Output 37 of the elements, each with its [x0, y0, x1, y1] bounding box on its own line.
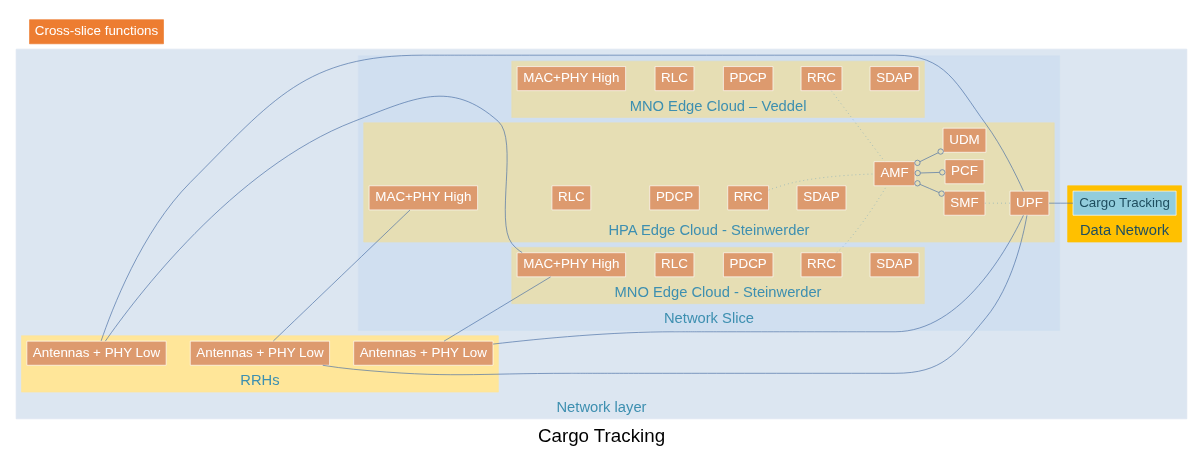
node-box: Antennas + PHY Low	[353, 340, 494, 366]
node-box: MAC+PHY High	[516, 65, 626, 91]
connector	[443, 276, 551, 341]
node-box: PCF	[944, 158, 985, 184]
node-box: SDAP	[796, 184, 847, 210]
connector	[831, 90, 885, 162]
connector	[322, 214, 1028, 375]
node-box: UDM	[942, 127, 987, 153]
connector	[273, 209, 411, 341]
node-box: PDCP	[723, 65, 774, 91]
node-box: RRC	[800, 65, 843, 91]
node-box: SDAP	[869, 65, 920, 91]
node-box: MAC+PHY High	[516, 251, 626, 277]
node-box: AMF	[873, 160, 916, 186]
node-box: UPF	[1009, 190, 1050, 216]
connector	[492, 214, 1024, 344]
node-box: MAC+PHY High	[368, 184, 478, 210]
node-box: RLC	[654, 251, 695, 277]
caption: Cargo Tracking	[537, 424, 666, 446]
connector	[914, 148, 944, 166]
node-box: RRC	[727, 184, 769, 210]
connector	[1048, 202, 1074, 204]
legend-label: Cross-slice functions	[34, 22, 159, 38]
node-box: RRC	[800, 251, 843, 277]
connector	[914, 179, 945, 197]
node-box: PDCP	[649, 184, 700, 210]
connector	[914, 168, 946, 176]
node-box: Antennas + PHY Low	[189, 340, 330, 366]
node-box: Cargo Tracking	[1072, 190, 1177, 216]
node-box: Antennas + PHY Low	[26, 340, 167, 366]
node-box: RLC	[551, 184, 592, 210]
connector	[105, 95, 523, 341]
connector	[100, 54, 1024, 341]
node-box: SDAP	[869, 251, 920, 277]
node-box: SMF	[943, 190, 986, 216]
node-box: PDCP	[723, 251, 774, 277]
node-box: RLC	[654, 65, 695, 91]
